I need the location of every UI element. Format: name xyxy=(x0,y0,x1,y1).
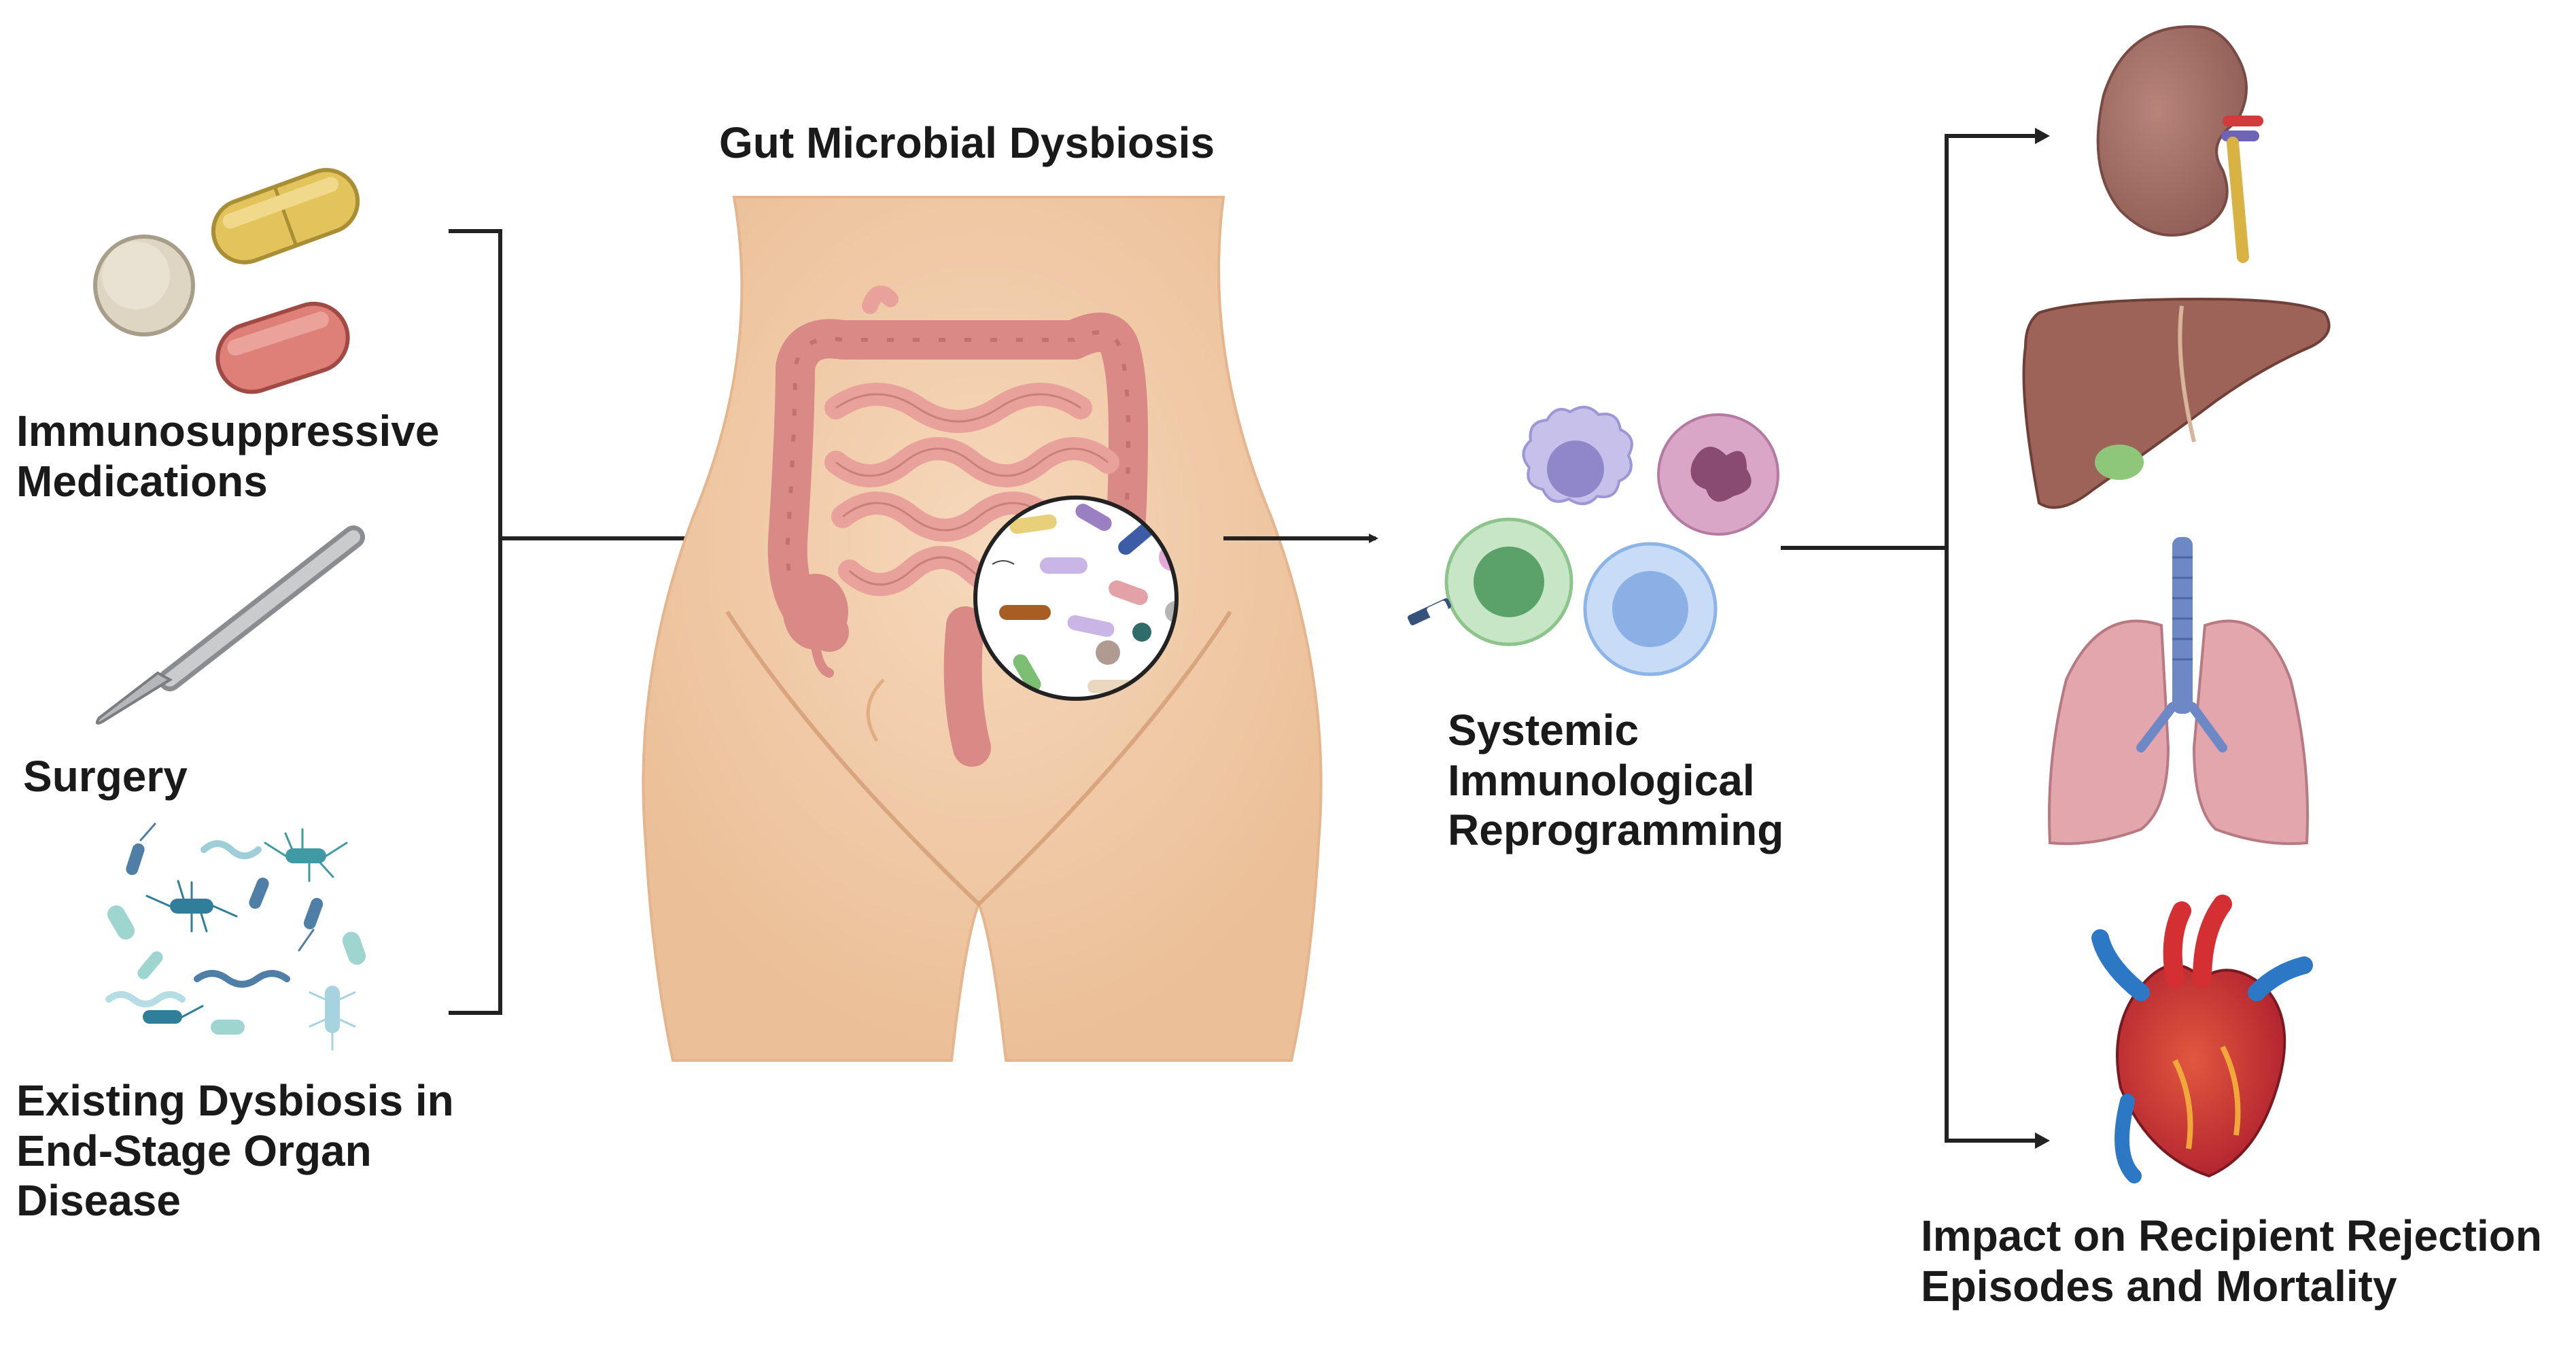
label-line: Medications xyxy=(16,456,268,506)
pill-round-icon xyxy=(93,235,195,336)
immune-cells-icon xyxy=(1408,406,1779,676)
bacteria-cluster-icon xyxy=(105,823,366,1051)
pill-oval-red-icon xyxy=(215,301,350,394)
label-line: Episodes and Mortality xyxy=(1921,1261,2397,1311)
lungs-icon xyxy=(2048,537,2309,846)
arrowhead-to-kidney xyxy=(2035,128,2050,144)
label-line: Reprogramming xyxy=(1448,806,1784,855)
kidney-icon xyxy=(2096,25,2263,263)
label-systemic-immunological-reprogramming: Systemic Immunological Reprogramming xyxy=(1448,706,1783,856)
label-immunosuppressive-medications: Immunosuppressive Medications xyxy=(16,406,439,506)
heart-icon xyxy=(2091,895,2313,1183)
input-bracket xyxy=(449,229,502,1015)
label-line: Impact on Recipient Rejection xyxy=(1921,1211,2542,1260)
label-line: Gut Microbial Dysbiosis xyxy=(719,118,1215,167)
immune-cell-granulocyte xyxy=(1657,413,1779,536)
immune-cell-green xyxy=(1408,517,1573,646)
label-line: Immunological xyxy=(1448,755,1755,805)
liver-icon xyxy=(2022,297,2331,509)
label-line: End-Stage Organ xyxy=(16,1126,372,1175)
label-line: Existing Dysbiosis in xyxy=(16,1076,454,1125)
pill-capsule-yellow-icon xyxy=(211,168,360,264)
label-line: Disease xyxy=(16,1176,181,1226)
output-branch xyxy=(1781,134,2043,1143)
label-line: Systemic xyxy=(1448,706,1639,755)
label-line: Immunosuppressive xyxy=(16,406,440,455)
label-line: Surgery xyxy=(23,752,188,801)
microbe-magnifier-icon xyxy=(973,496,1179,701)
immune-cell-blue xyxy=(1583,542,1718,676)
arrowhead-to-heart xyxy=(2035,1132,2050,1149)
scalpel-icon xyxy=(95,525,365,725)
label-existing-dysbiosis: Existing Dysbiosis in End-Stage Organ Di… xyxy=(16,1076,454,1226)
immune-cell-purple xyxy=(1522,406,1633,505)
label-gut-microbial-dysbiosis: Gut Microbial Dysbiosis xyxy=(719,118,1215,169)
label-surgery: Surgery xyxy=(23,752,188,802)
label-impact-on-recipient: Impact on Recipient Rejection Episodes a… xyxy=(1921,1211,2542,1311)
